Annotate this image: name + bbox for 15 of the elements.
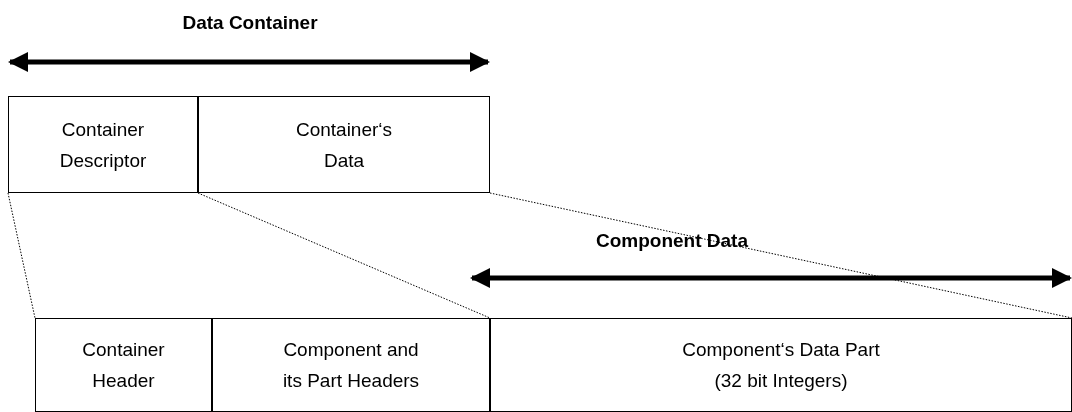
segment-label: Container Header	[81, 338, 166, 393]
segment-label: Container‘s Data	[294, 117, 394, 173]
segment-label: Component and its Part Headers	[281, 338, 421, 393]
memory-segment-box	[490, 318, 1072, 412]
dimension-label: Component Data	[596, 230, 748, 252]
segment-label: Component‘s Data Part (32 bit Integers)	[681, 338, 881, 393]
memory-segment-box	[8, 96, 198, 193]
memory-segment-box	[35, 318, 212, 412]
dotted-line	[7, 192, 36, 319]
memory-segment-box	[212, 318, 490, 412]
dotted-line	[197, 192, 491, 319]
dotted-line	[489, 192, 1072, 319]
segment-label: Container Descriptor	[58, 117, 148, 173]
dimension-label: Data Container	[182, 12, 318, 34]
memory-segment-box	[198, 96, 490, 193]
